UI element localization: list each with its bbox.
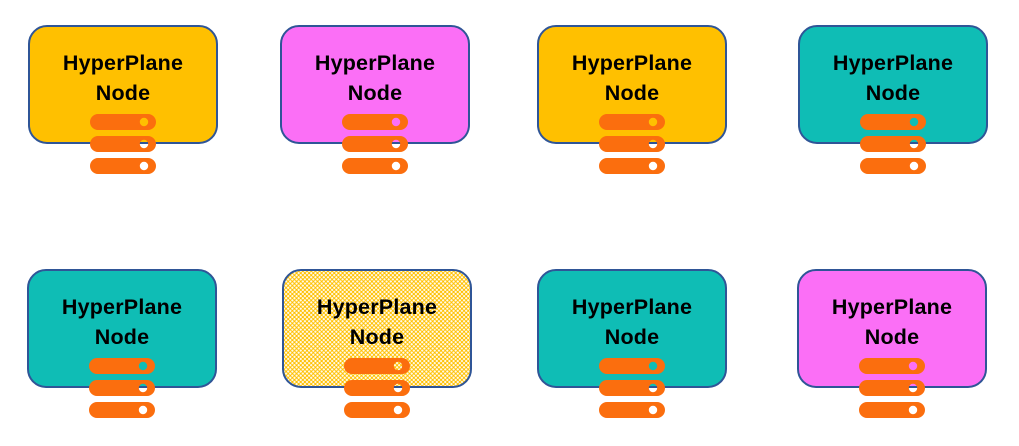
node-label: HyperPlane Node	[539, 271, 725, 352]
hyperplane-node: HyperPlane Node	[537, 269, 727, 418]
server-bar-bottom	[859, 402, 925, 418]
server-stack-icon	[599, 358, 665, 418]
node-label: HyperPlane Node	[799, 271, 985, 352]
server-bar-top	[89, 358, 155, 374]
node-label: HyperPlane Node	[29, 271, 215, 352]
server-stack-icon	[599, 114, 665, 174]
hyperplane-node: HyperPlane Node	[27, 269, 217, 418]
server-bar-top	[859, 358, 925, 374]
server-bar-top	[344, 358, 410, 374]
server-bar-middle	[599, 136, 665, 152]
node-label-line1: HyperPlane	[316, 295, 438, 319]
server-stack-icon	[344, 358, 410, 418]
node-label-line1: HyperPlane	[571, 51, 693, 75]
node-label-line1: HyperPlane	[314, 51, 436, 75]
node-label-line1: HyperPlane	[61, 295, 183, 319]
hyperplane-node: HyperPlane Node	[797, 269, 987, 418]
server-bar-bottom	[90, 158, 156, 174]
server-bar-bottom	[860, 158, 926, 174]
hyperplane-node: HyperPlane Node	[280, 25, 470, 174]
server-bar-bottom	[599, 402, 665, 418]
server-bar-bottom	[89, 402, 155, 418]
server-bar-middle	[344, 380, 410, 396]
node-label-line2: Node	[864, 325, 920, 349]
server-bar-top	[342, 114, 408, 130]
node-label-line2: Node	[865, 81, 921, 105]
node-label-line2: Node	[604, 325, 660, 349]
server-bar-top	[90, 114, 156, 130]
node-label: HyperPlane Node	[30, 27, 216, 108]
node-label-line1: HyperPlane	[832, 51, 954, 75]
server-stack-icon	[342, 114, 408, 174]
server-bar-bottom	[599, 158, 665, 174]
server-stack-icon	[859, 358, 925, 418]
server-bar-middle	[860, 136, 926, 152]
server-bar-middle	[90, 136, 156, 152]
node-label-line2: Node	[94, 325, 150, 349]
server-stack-icon	[860, 114, 926, 174]
node-label-line1: HyperPlane	[571, 295, 693, 319]
server-bar-top	[599, 114, 665, 130]
hyperplane-node: HyperPlane Node	[537, 25, 727, 174]
node-label: HyperPlane Node	[539, 27, 725, 108]
server-bar-bottom	[344, 402, 410, 418]
node-label-line1: HyperPlane	[62, 51, 184, 75]
server-bar-top	[860, 114, 926, 130]
server-stack-icon	[90, 114, 156, 174]
node-label-line2: Node	[349, 325, 405, 349]
server-bar-middle	[89, 380, 155, 396]
server-bar-bottom	[342, 158, 408, 174]
node-label: HyperPlane Node	[282, 27, 468, 108]
node-label-line1: HyperPlane	[831, 295, 953, 319]
server-bar-top	[599, 358, 665, 374]
server-bar-middle	[342, 136, 408, 152]
node-label-line2: Node	[347, 81, 403, 105]
node-label-line2: Node	[604, 81, 660, 105]
node-label: HyperPlane Node	[800, 27, 986, 108]
server-bar-middle	[599, 380, 665, 396]
hyperplane-node: HyperPlane Node	[798, 25, 988, 174]
node-label-line2: Node	[95, 81, 151, 105]
server-bar-middle	[859, 380, 925, 396]
hyperplane-node: HyperPlane Node	[28, 25, 218, 174]
node-label: HyperPlane Node	[284, 271, 470, 352]
server-stack-icon	[89, 358, 155, 418]
hyperplane-node: HyperPlane Node	[282, 269, 472, 418]
